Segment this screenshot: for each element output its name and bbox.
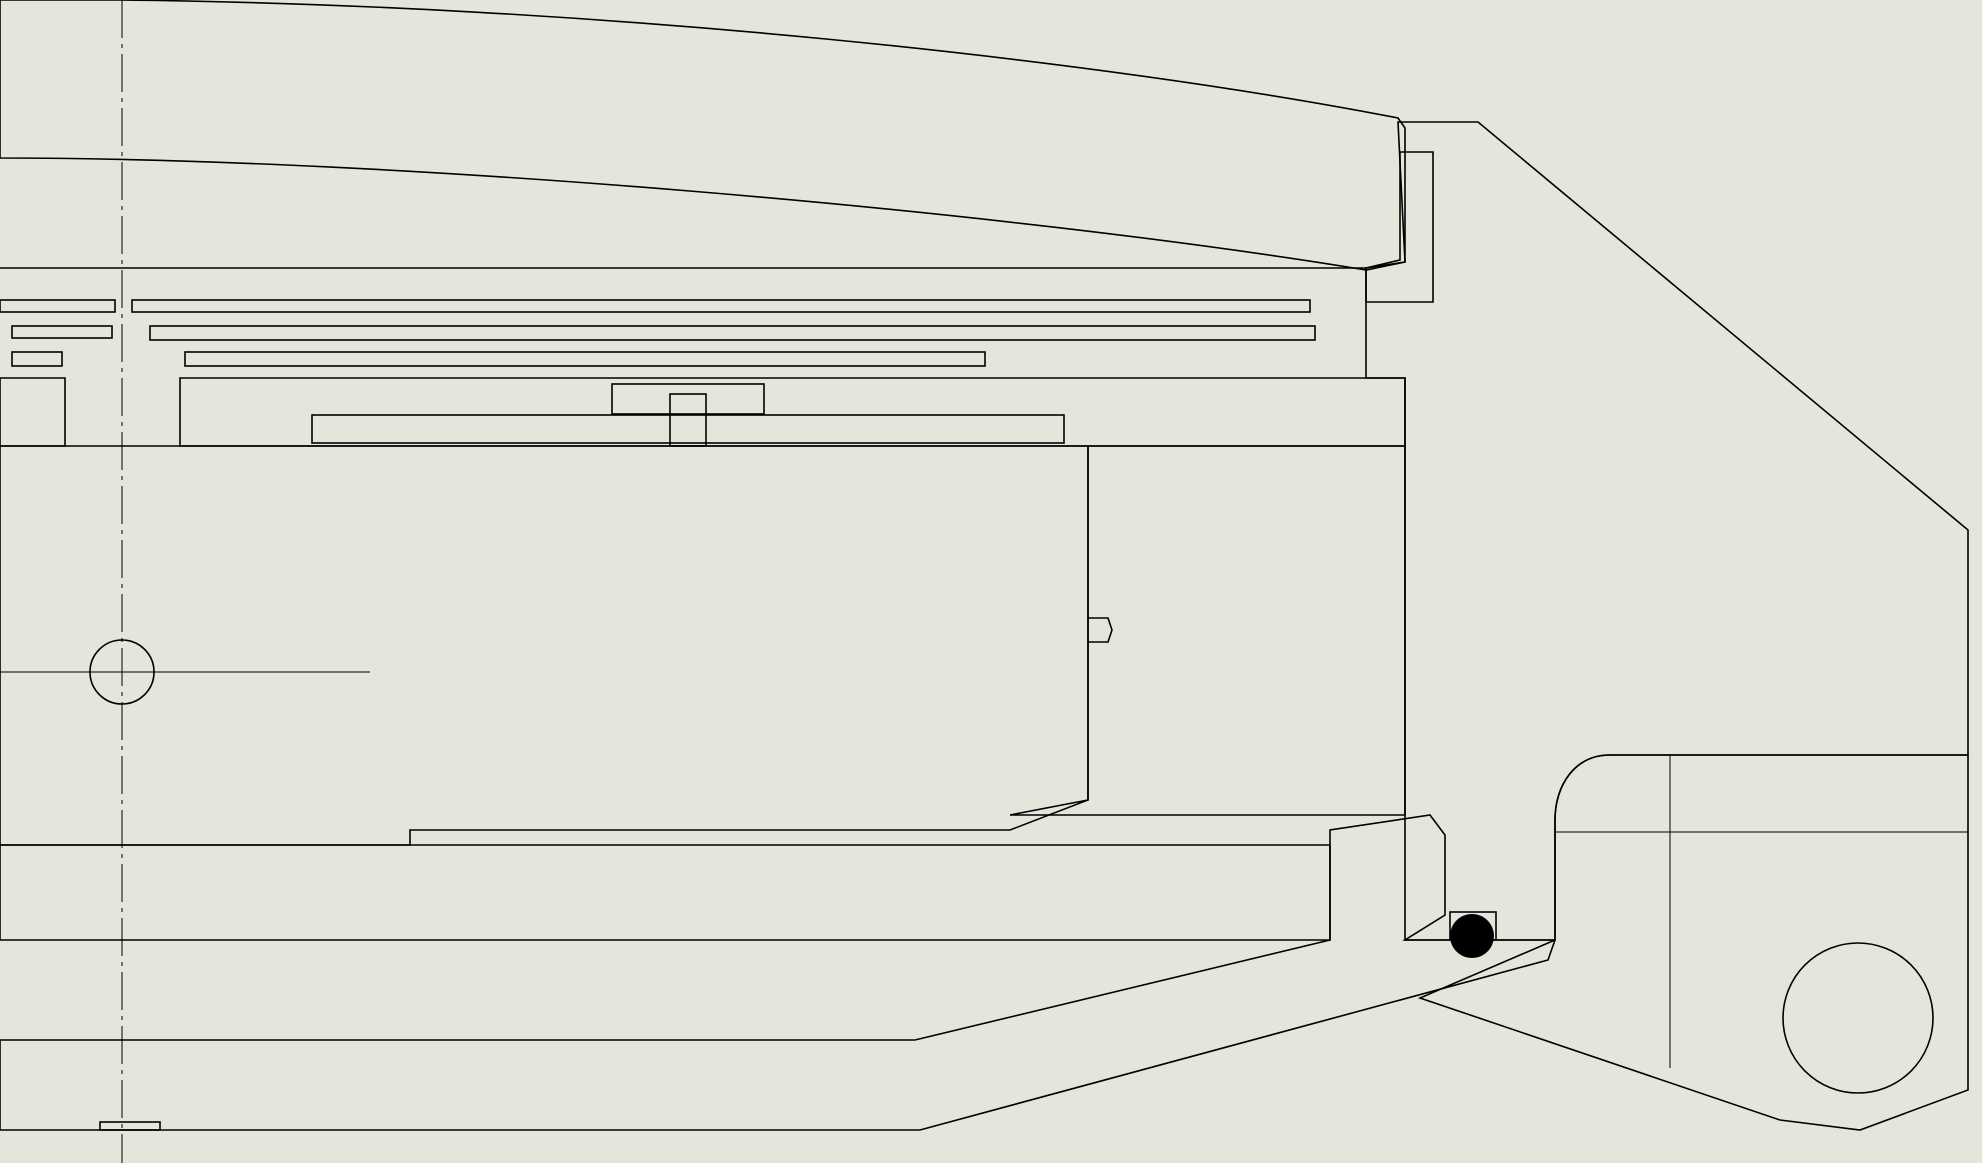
cavity bbox=[1009, 445, 1406, 816]
main-block-notch bbox=[1088, 617, 1113, 643]
carrier-center-slot bbox=[669, 393, 707, 447]
gasket-seal bbox=[1365, 151, 1434, 303]
plate-1 bbox=[0, 299, 116, 313]
bottom-tab bbox=[99, 1121, 161, 1131]
bottom-rail bbox=[0, 844, 1331, 941]
carrier-plate bbox=[179, 377, 1406, 447]
carrier-inner-plate bbox=[311, 414, 1065, 444]
outer-dome-cover bbox=[0, 0, 1406, 271]
base-bracket bbox=[0, 814, 1557, 1131]
plate-4 bbox=[149, 325, 1316, 341]
left-bracket bbox=[0, 377, 66, 447]
hinge-pin bbox=[1782, 942, 1934, 1094]
plate-2 bbox=[131, 299, 1311, 313]
plate-5 bbox=[11, 351, 63, 367]
main-block bbox=[0, 445, 1089, 846]
hinge-arm bbox=[1417, 754, 1969, 1131]
plate-6 bbox=[184, 351, 986, 367]
plate-3 bbox=[11, 325, 113, 339]
o-ring bbox=[1450, 914, 1494, 958]
carrier-center-block bbox=[611, 383, 765, 415]
side-body bbox=[1365, 121, 1969, 941]
